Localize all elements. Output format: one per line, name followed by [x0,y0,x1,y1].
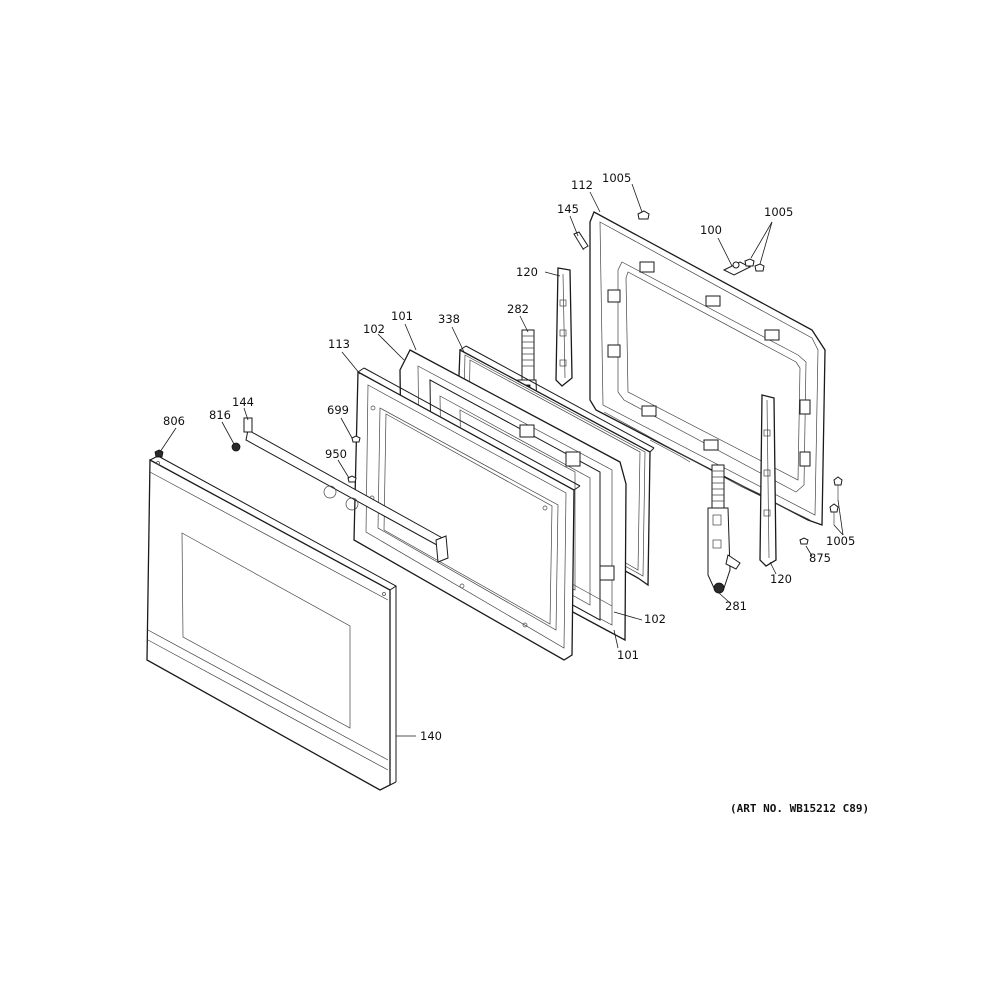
callout-labels: 1005 112 145 100 1005 120 282 101 338 10… [163,171,869,815]
hinge-channel-120-bottom [759,394,777,567]
label-1005-top: 1005 [602,171,631,185]
label-144: 144 [232,395,254,409]
screws-1005-bottom [829,476,843,525]
label-1005-right: 1005 [764,205,793,219]
label-102-bottom: 102 [644,612,666,626]
inner-frame-113 [353,367,581,661]
vent-strip-144 [243,417,449,563]
outer-door-panel-140 [146,455,397,791]
label-282: 282 [507,302,529,316]
pin-145 [573,231,589,251]
screw-875 [799,537,809,545]
leader-lines [159,183,844,737]
screw-1005-top [637,210,650,220]
screw-699 [351,435,361,443]
label-699: 699 [327,403,349,417]
bracket-100 [722,261,752,276]
label-102-top: 102 [363,322,385,336]
label-112: 112 [571,178,593,192]
art-number: (ART NO. WB15212 C89) [730,802,869,815]
label-875: 875 [809,551,831,565]
label-120-top: 120 [516,265,538,279]
hinge-281 [707,464,741,594]
hinge-channel-120-top [555,267,573,387]
label-338: 338 [438,312,460,326]
label-101-bottom: 101 [617,648,639,662]
label-120-bottom: 120 [770,572,792,586]
label-950: 950 [325,447,347,461]
label-101-top: 101 [391,309,413,323]
label-1005-bottom: 1005 [826,534,855,548]
screw-806 [154,449,164,458]
label-100: 100 [700,223,722,237]
label-816: 816 [209,408,231,422]
label-145: 145 [557,202,579,216]
screw-816 [231,442,241,452]
label-806: 806 [163,414,185,428]
screw-950 [347,475,357,483]
label-140: 140 [420,729,442,743]
screws-1005-right [744,258,765,272]
label-281: 281 [725,599,747,613]
label-113: 113 [328,337,350,351]
